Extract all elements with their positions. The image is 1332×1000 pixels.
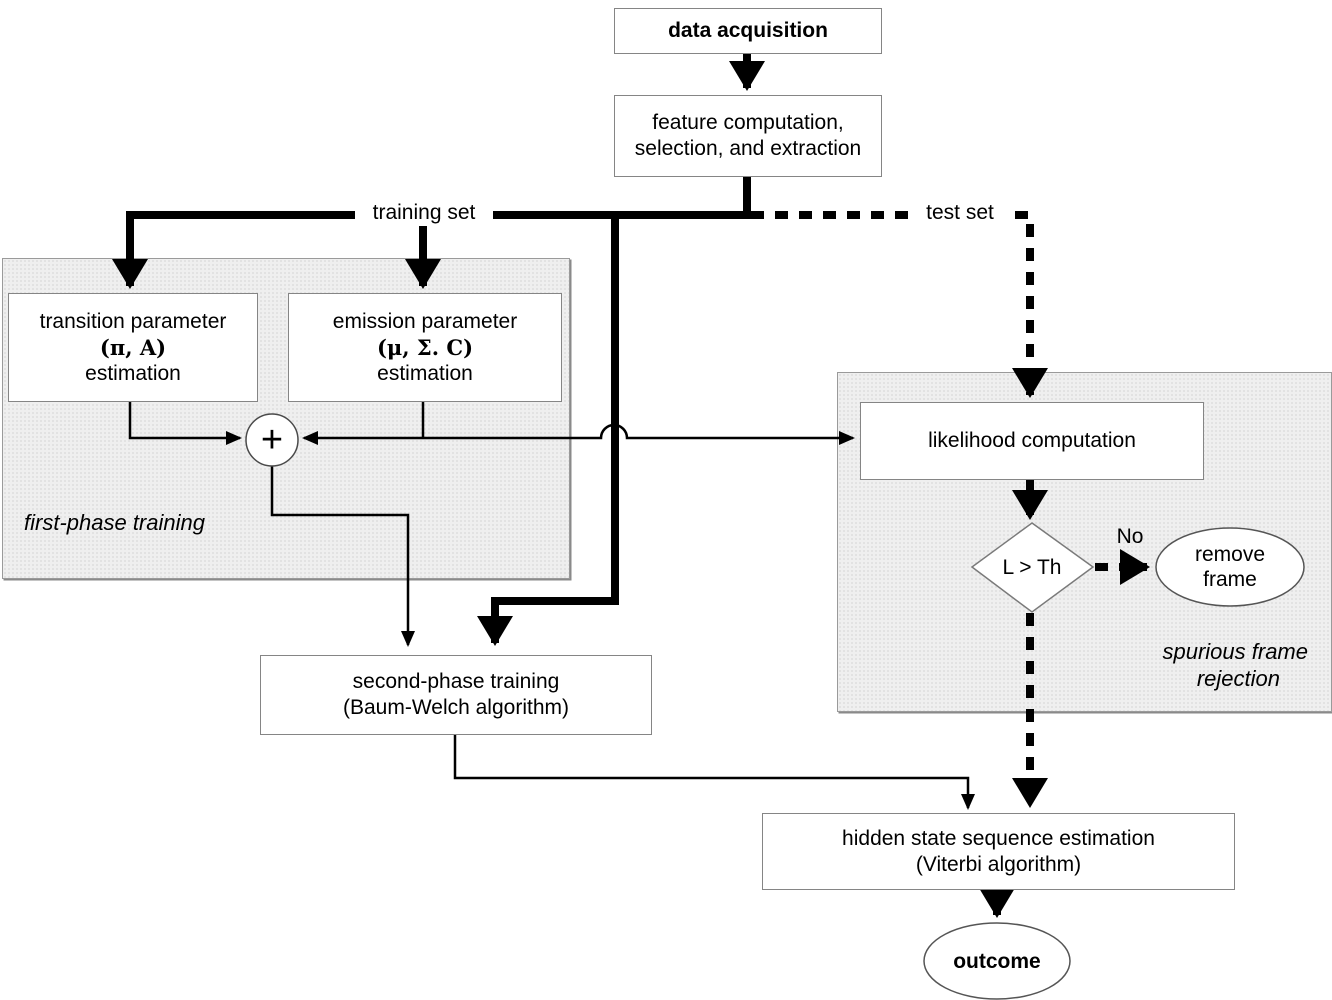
arrow-transition-to-plus xyxy=(128,400,242,445)
arrow-plus-to-second-phase xyxy=(270,466,415,647)
node-emission-parameter-estimation: emission parameter (μ, Σ. C) estimation xyxy=(288,293,562,402)
node-second-phase-line1: second-phase training xyxy=(352,670,560,693)
region-label-spurious-line2: rejection xyxy=(1196,666,1280,691)
node-data-acquisition-label: data acquisition xyxy=(668,19,828,42)
node-emission-line3: estimation xyxy=(377,361,473,385)
node-emission-line1: emission parameter xyxy=(332,309,518,333)
node-hidden-state-sequence-estimation: hidden state sequence estimation (Viterb… xyxy=(762,813,1235,890)
node-viterbi-line1: hidden state sequence estimation xyxy=(842,826,1155,850)
plus-junction-circle xyxy=(245,413,299,467)
remove-frame-line1: remove xyxy=(1194,543,1266,566)
outcome-ellipse xyxy=(923,922,1071,1000)
edge-label-no: No xyxy=(1116,525,1144,548)
node-likelihood-label: likelihood computation xyxy=(928,429,1136,452)
remove-frame-line2: frame xyxy=(1203,568,1257,591)
arrow-training-to-second-phase xyxy=(477,211,619,646)
arrow-parameters-to-plus-and-likelihood xyxy=(302,423,855,445)
region-label-first-phase-training: first-phase training xyxy=(24,510,205,535)
node-likelihood-computation: likelihood computation xyxy=(860,402,1204,480)
node-second-phase-training: second-phase training (Baum-Welch algori… xyxy=(260,655,652,735)
region-label-spurious-frame-rejection: spurious frame rejection xyxy=(1040,638,1308,692)
node-data-acquisition: data acquisition xyxy=(614,8,882,54)
node-transition-line1: transition parameter xyxy=(39,309,227,333)
node-viterbi-line2: (Viterbi algorithm) xyxy=(915,852,1082,876)
region-label-spurious-line1: spurious frame xyxy=(1162,639,1308,664)
outcome-label: outcome xyxy=(953,949,1041,973)
arrow-second-phase-to-viterbi xyxy=(453,733,975,810)
remove-frame-label: remove frame xyxy=(1156,540,1304,594)
node-transition-line3: estimation xyxy=(85,361,181,385)
node-feature-computation: feature computation, selection, and extr… xyxy=(614,95,882,177)
edge-label-training-set: training set xyxy=(355,200,493,226)
arrow-test-to-likelihood xyxy=(751,211,1048,398)
node-emission-symbols: (μ, Σ. C) xyxy=(376,334,474,360)
node-feature-line2: selection, and extraction xyxy=(634,137,862,160)
node-second-phase-line2: (Baum-Welch algorithm) xyxy=(342,696,569,719)
decision-label: L > Th xyxy=(1002,555,1062,579)
node-transition-symbols: (π, A) xyxy=(99,334,167,360)
edge-label-test-set: test set xyxy=(913,200,1007,226)
remove-frame-ellipse xyxy=(1155,527,1305,607)
decision-diamond xyxy=(970,522,1095,613)
node-feature-line1: feature computation, xyxy=(652,111,844,134)
plus-junction-label: + xyxy=(260,419,284,461)
node-transition-parameter-estimation: transition parameter (π, A) estimation xyxy=(8,293,258,402)
